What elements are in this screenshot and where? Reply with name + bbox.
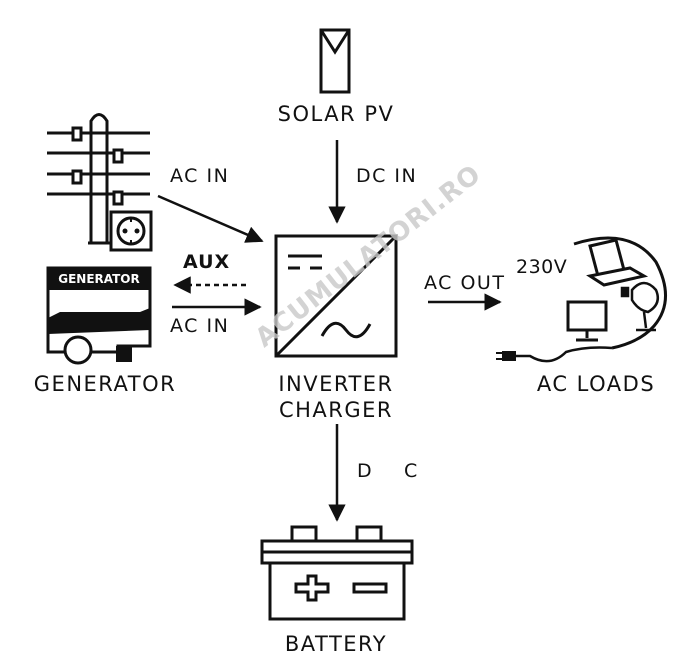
aux-label: AUX	[183, 251, 231, 273]
generator-label: GENERATOR	[33, 372, 177, 396]
dc-left-label: D	[357, 460, 374, 482]
charger-label: CHARGER	[278, 398, 394, 422]
generator-plate-label: GENERATOR	[58, 272, 140, 286]
monitor-icon	[566, 300, 608, 332]
generator-icon	[46, 266, 152, 365]
wall-socket-icon	[109, 210, 153, 252]
plus-sign-icon	[294, 574, 330, 602]
battery-icon	[260, 525, 414, 621]
voltage-label: 230V	[516, 256, 568, 278]
grid-ac-in-arrow	[157, 194, 264, 243]
inverter-charger-icon	[274, 234, 398, 358]
minus-sign-icon	[352, 582, 388, 594]
generator-ac-in-label: AC IN	[170, 315, 230, 337]
ac-loads-label: AC LOADS	[536, 372, 656, 396]
ac-loads-icon	[496, 236, 667, 363]
grid-ac-in-label: AC IN	[170, 165, 230, 187]
inverter-label: INVERTER	[278, 372, 394, 396]
dc-in-label: DC IN	[356, 165, 418, 187]
dc-right-label: C	[404, 460, 419, 482]
grid-pylon-icon	[47, 113, 150, 245]
solar-panel-icon	[319, 28, 351, 94]
lamp-icon	[620, 281, 659, 332]
solar-pv-label: SOLAR PV	[277, 102, 395, 126]
battery-label: BATTERY	[284, 632, 388, 656]
ac-out-label: AC OUT	[424, 272, 506, 294]
